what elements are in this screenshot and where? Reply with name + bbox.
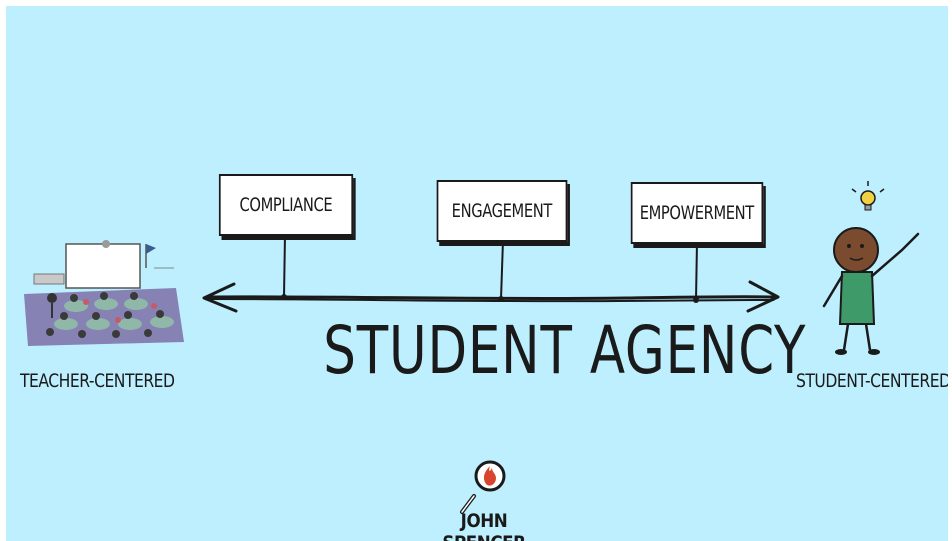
- stage-label: COMPLIANCE: [239, 194, 333, 216]
- spectrum-arrow: [202, 233, 780, 313]
- stage-label: EMPOWERMENT: [639, 202, 755, 224]
- stage-sign-compliance: COMPLIANCE: [218, 174, 354, 236]
- magnifying-glass-flame-logo: [460, 460, 506, 514]
- stage-sign-engagement: ENGAGEMENT: [436, 180, 568, 242]
- classroom-icon: [24, 240, 184, 346]
- right-end-label: STUDENT-CENTERED: [796, 370, 948, 392]
- stage-label: ENGAGEMENT: [451, 200, 553, 222]
- left-end-label: TEACHER-CENTERED: [20, 370, 175, 392]
- stage-sign-empowerment: EMPOWERMENT: [630, 182, 764, 244]
- author-name: JOHN SPENCER: [442, 510, 526, 541]
- slide-canvas: COMPLIANCE ENGAGEMENT EMPOWERMENT STUDEN…: [6, 6, 948, 541]
- student-with-lightbulb-icon: [822, 181, 920, 355]
